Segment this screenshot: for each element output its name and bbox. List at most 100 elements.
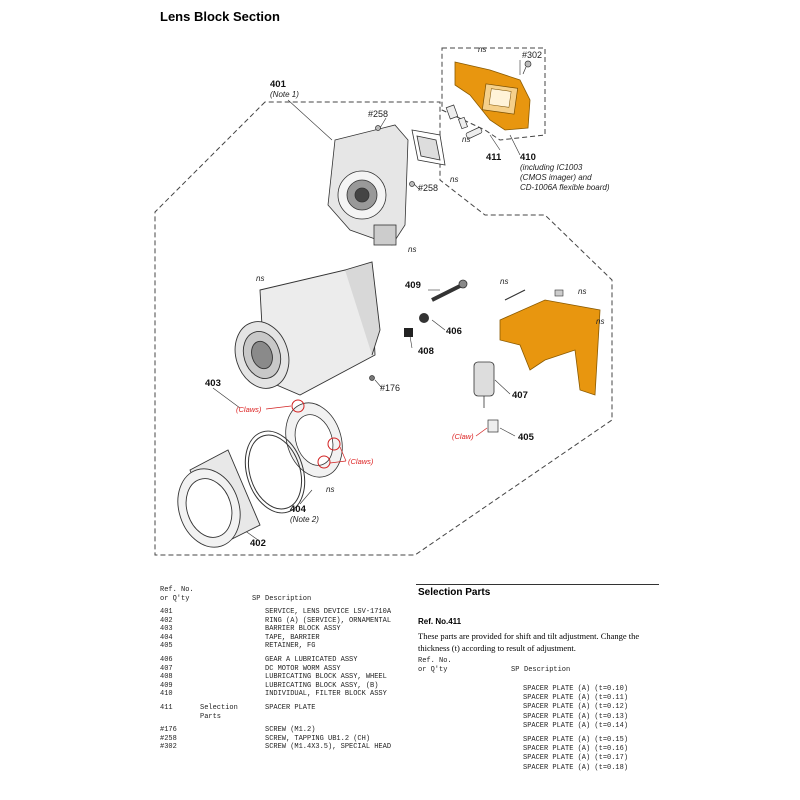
cell-ref: 408: [160, 673, 173, 682]
label-ns-5: ns: [256, 274, 264, 283]
screw-258: [375, 125, 415, 187]
selection-parts-table: Ref. No. or Q'ty SP Description SPACER P…: [418, 657, 668, 773]
table-row: #176 SCREW (M1.2): [160, 726, 410, 735]
cell-sp: Selection: [200, 703, 238, 712]
orange-bracket: [499, 289, 601, 396]
retainer-405: [487, 419, 499, 433]
label-ns-9: ns: [326, 485, 334, 494]
label-ns-8: ns: [596, 317, 604, 326]
header-sp: SP: [252, 595, 261, 603]
label-258a: #258: [368, 109, 388, 119]
label-407: 407: [512, 390, 528, 401]
table-row: 408 LUBRICATING BLOCK ASSY, WHEEL: [160, 673, 410, 682]
label-410-line2: (CMOS imager) and: [520, 173, 592, 182]
cell-ref: 410: [160, 690, 173, 699]
cell-description: SCREW, TAPPING UB1.2 (CH): [265, 734, 371, 743]
label-258b: #258: [418, 183, 438, 193]
label-411: 411: [486, 152, 502, 163]
sel-header-sp: SP: [511, 666, 520, 674]
cell-description: LUBRICATING BLOCK ASSY, (B): [265, 681, 379, 690]
cell-ref: 411: [160, 703, 173, 712]
cell-ref: #302: [160, 743, 177, 752]
cell-description: SPACER PLATE (A) (t=0.18): [523, 763, 629, 772]
label-410: 410: [520, 152, 536, 163]
cell-ref: #258: [160, 734, 177, 743]
cell-description: SCREW (M1.2): [265, 726, 316, 735]
cell-ref: 407: [160, 664, 173, 673]
cell-description: RING (A) (SERVICE), ORNAMENTAL: [265, 616, 392, 625]
cell-description: SPACER PLATE (A) (t=0.17): [523, 754, 629, 763]
table-row: SPACER PLATE (A) (t=0.15): [418, 736, 668, 745]
label-408: 408: [418, 346, 434, 357]
cell-description: LUBRICATING BLOCK ASSY, WHEEL: [265, 673, 387, 682]
cell-description: SCREW (M1.4X3.5), SPECIAL HEAD: [265, 743, 392, 752]
label-176: #176: [380, 383, 400, 393]
label-403: 403: [205, 378, 221, 389]
cell-description: DC MOTOR WORM ASSY: [265, 664, 341, 673]
sel-header-qty: or Q'ty: [418, 666, 448, 674]
label-405: 405: [518, 432, 535, 443]
spacer-plate-411: [445, 104, 483, 139]
cell-description: SPACER PLATE: [265, 703, 316, 712]
sel-header-ref: Ref. No.: [418, 657, 452, 665]
cell-description: SERVICE, LENS DEVICE LSV-1710A: [265, 608, 392, 616]
filter-frame: [411, 129, 446, 166]
filter-block-410: [454, 61, 531, 131]
label-claws-2: (Claws): [348, 457, 374, 466]
cell-description: SPACER PLATE (A) (t=0.15): [523, 735, 629, 744]
label-410-line1: (including IC1003: [520, 163, 583, 172]
label-ns-4: ns: [408, 245, 416, 254]
gear-406: [419, 313, 429, 323]
table-row: 407 DC MOTOR WORM ASSY: [160, 665, 410, 674]
screw-302: [522, 60, 532, 75]
selection-table-header: Ref. No. or Q'ty SP Description: [418, 657, 668, 685]
table-row: Parts: [160, 713, 410, 722]
table-row: 411 Selection SPACER PLATE: [160, 704, 410, 713]
table-row: SPACER PLATE (A) (t=0.17): [418, 754, 668, 763]
cell-description: GEAR A LUBRICATED ASSY: [265, 655, 358, 664]
label-claws-1: (Claws): [236, 405, 262, 414]
label-404: 404: [290, 504, 307, 515]
group-outline-410: [441, 47, 546, 141]
label-note2: (Note 2): [290, 515, 319, 524]
table-row: SPACER PLATE (A) (t=0.16): [418, 745, 668, 754]
selection-note: These parts are provided for shift and t…: [418, 631, 640, 653]
group-outline-401: [154, 101, 613, 556]
table-row: #302 SCREW (M1.4X3.5), SPECIAL HEAD: [160, 743, 410, 752]
label-ns-6: ns: [500, 277, 508, 286]
cell-description: INDIVIDUAL, FILTER BLOCK ASSY: [265, 690, 387, 699]
label-401: 401: [270, 79, 287, 90]
cell-ref: 403: [160, 625, 173, 634]
wheel-408: [404, 328, 413, 337]
cell-description: SPACER PLATE (A) (t=0.10): [523, 685, 629, 693]
label-409: 409: [405, 280, 421, 291]
header-ref: Ref. No.: [160, 586, 194, 594]
label-ns-7: ns: [578, 287, 586, 296]
label-claw: (Claw): [452, 432, 474, 441]
table-row: 409 LUBRICATING BLOCK ASSY, (B): [160, 682, 410, 691]
table-row: SPACER PLATE (A) (t=0.11): [418, 694, 668, 703]
label-302: #302: [522, 50, 542, 60]
label-402: 402: [250, 538, 266, 549]
cell-description: BARRIER BLOCK ASSY: [265, 625, 341, 634]
label-ns-1: ns: [478, 45, 486, 54]
table-row: SPACER PLATE (A) (t=0.13): [418, 713, 668, 722]
table-row: SPACER PLATE (A) (t=0.18): [418, 764, 668, 773]
cell-description: SPACER PLATE (A) (t=0.11): [523, 694, 629, 703]
cell-description: TAPE, BARRIER: [265, 633, 320, 642]
motor-407: [473, 361, 495, 408]
header-description: Description: [265, 595, 312, 603]
cell-ref: #176: [160, 726, 177, 735]
label-ns-2: ns: [462, 135, 470, 144]
ornamental-ring-402: [177, 449, 261, 548]
lens-block-exploded-diagram: 401 (Note 1) #258 #258 ns #302 ns 411 41…: [154, 45, 613, 556]
cell-ref: 409: [160, 681, 173, 690]
parts-list-header: Ref. No. or Q'ty SP Description: [160, 586, 410, 608]
label-410-line3: CD-1006A flexible board): [520, 183, 610, 192]
screw-176: [369, 375, 375, 381]
